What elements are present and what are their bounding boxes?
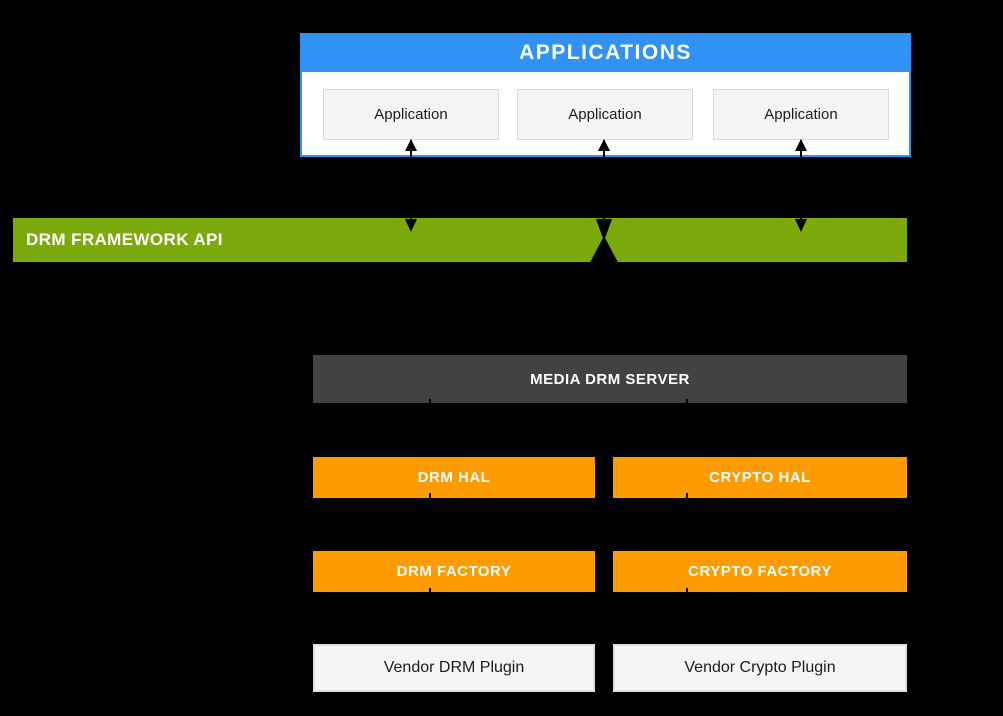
connector-server-crypto-hal [686,399,688,461]
arrowhead-down-into-framework-middle [596,219,612,241]
arrowhead-up-into-app2 [598,139,610,151]
vendor-drm-plugin-box: Vendor DRM Plugin [313,644,595,692]
applications-header: APPLICATIONS [300,33,911,72]
application-box-2: Application [517,89,693,140]
arrowhead-big-up-into-framework [586,236,622,270]
drm-factory-box: DRM FACTORY [313,551,595,592]
drm-hal-box: DRM HAL [313,457,595,498]
arrow-line-app1-framework [410,140,412,224]
arrowhead-up-into-app1 [405,139,417,151]
arrow-line-app3-framework [800,140,802,224]
connector-crypto-factory-plugin [686,588,688,648]
connector-drm-factory-plugin [429,588,431,648]
arrowhead-up-into-app3 [795,139,807,151]
connector-drm-hal-factory [429,493,431,555]
media-drm-server-box: MEDIA DRM SERVER [313,355,907,403]
connector-crypto-hal-factory [686,493,688,555]
crypto-hal-box: CRYPTO HAL [613,457,907,498]
connector-server-drm-hal [429,399,431,461]
drm-framework-api-bar: DRM FRAMEWORK API [13,218,907,262]
application-box-3: Application [713,89,889,140]
arrow-line-server-framework [603,266,605,358]
arrow-line-app2-framework [603,140,605,224]
arrowhead-down-into-framework-right [795,219,807,232]
arrowhead-down-into-framework-left [405,219,417,232]
crypto-factory-box: CRYPTO FACTORY [613,551,907,592]
application-box-1: Application [323,89,499,140]
vendor-crypto-plugin-box: Vendor Crypto Plugin [613,644,907,692]
